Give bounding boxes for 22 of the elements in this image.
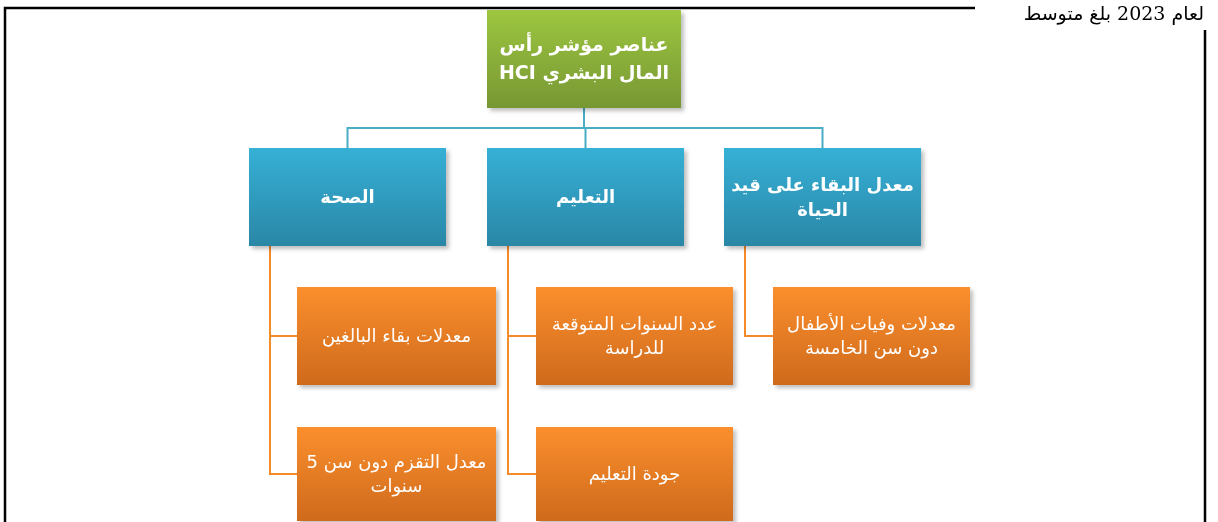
node-text: عدد السنوات المتوقعة للدراسة [550, 311, 719, 360]
node-text: جودة التعليم [588, 461, 681, 487]
indicator-box [536, 427, 733, 521]
indicator-box [536, 287, 733, 385]
node-text: التعليم [555, 185, 616, 210]
node-text: عناصر مؤشر رأس المال البشري HCI [497, 31, 671, 87]
node-text: الصحة [320, 185, 375, 210]
note-text: لعام 2023 بلغ متوسط [1023, 2, 1204, 24]
node-text: معدلات بقاء البالغين [321, 323, 472, 349]
node-text: معدل التقزم دون سن 5 سنوات [305, 449, 488, 499]
connector-line [507, 245, 537, 475]
indicator-box [297, 427, 496, 521]
category-box [487, 148, 684, 246]
node-text: معدلات وفيات الأطفال دون سن الخامسة [786, 311, 957, 361]
category-box [249, 148, 446, 246]
category-box [724, 148, 921, 246]
node-text: معدل البقاء على قيد الحياة [730, 172, 915, 222]
connector-line [269, 245, 298, 475]
indicator-box [773, 287, 970, 385]
connector-line [744, 245, 774, 337]
indicator-box [297, 287, 496, 385]
root-box [487, 10, 681, 108]
